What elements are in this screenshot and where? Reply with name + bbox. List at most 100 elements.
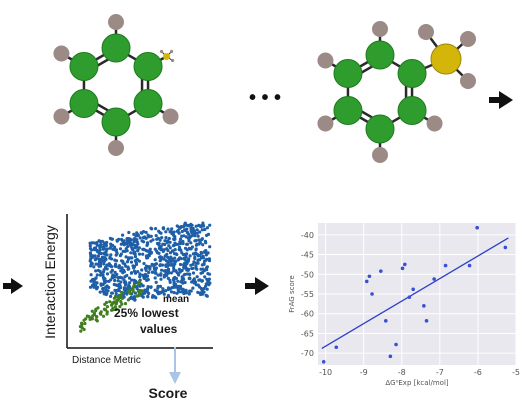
blue-point [173,284,177,289]
blue-point [174,269,178,273]
blue-point [194,247,198,251]
blue-point [156,286,160,290]
blue-point [158,255,163,259]
blue-point [145,241,150,245]
blue-point [133,291,137,295]
blue-point [198,240,202,245]
blue-point [113,264,117,268]
blue-point [135,284,139,288]
blue-point [169,271,173,275]
blue-point [191,252,195,256]
blue-point [107,264,111,268]
green-point [94,309,98,313]
blue-point [97,239,101,243]
blue-point [101,289,105,293]
blue-point [136,270,140,274]
carbon-atom [365,40,395,70]
blue-point [162,273,166,277]
blue-point [198,253,202,258]
data-point [334,345,339,350]
blue-point [155,237,159,241]
blue-point [183,221,187,225]
blue-point [118,247,123,251]
blue-point [196,234,200,238]
data-point [422,304,426,308]
blue-point [89,273,93,277]
blue-point [191,286,195,290]
blue-point [160,236,164,240]
annotation-mean: mean [163,294,189,305]
blue-point [125,260,130,264]
blue-point [181,287,185,291]
hydrogen-atom [108,14,124,30]
blue-point [185,248,189,252]
blue-point [193,234,197,238]
blue-point [127,276,132,280]
blue-point [121,233,125,237]
carbon-atom [397,96,427,125]
blue-point [202,290,206,294]
data-point [394,342,398,347]
blue-point [120,266,124,270]
y-axis-label: FrAG score [288,275,296,313]
blue-point [191,271,196,275]
data-point [467,263,472,268]
x-tick-label: -6 [474,368,482,377]
green-point [82,318,86,322]
blue-point [114,291,118,296]
blue-point [153,295,157,299]
blue-point [142,261,146,266]
blue-point [111,247,115,251]
y-axis-label: Interaction Energy [42,225,58,339]
blue-point [88,259,92,263]
blue-point [145,249,149,253]
blue-point [93,254,97,258]
blue-point [201,256,205,260]
data-point [383,319,388,323]
hydrogen-atom [169,49,174,54]
fit-line [321,237,509,349]
blue-point [92,278,96,282]
blue-point [141,236,146,240]
blue-point [172,259,176,263]
blue-point [198,230,202,234]
score-label: Score [149,385,188,401]
blue-point [194,224,198,228]
carbon-atom [101,107,131,137]
blue-point [104,292,108,297]
blue-point [138,275,142,279]
blue-point [119,252,123,256]
blue-point [182,273,186,277]
carbon-atom [133,89,163,118]
blue-point [144,264,148,268]
blue-point [162,257,166,261]
blue-point [153,247,157,251]
blue-point [145,256,149,260]
green-point [91,314,95,318]
blue-point [178,284,183,288]
blue-point [184,288,188,292]
carbon-atom [69,52,99,81]
blue-point [153,262,157,266]
blue-point [99,251,103,256]
blue-point [130,246,134,251]
blue-point [194,243,198,247]
blue-point [159,272,163,276]
blue-point [167,244,171,248]
blue-point [176,279,180,283]
blue-point [177,231,181,235]
blue-point [96,268,100,272]
blue-point [187,236,191,241]
blue-point [140,268,144,272]
blue-point [133,245,137,249]
blue-point [144,230,148,234]
blue-point [95,273,99,277]
blue-point [128,256,132,260]
blue-point [114,259,119,263]
green-point [80,322,84,327]
blue-point [146,278,150,282]
green-point [120,291,124,295]
blue-point [162,269,166,273]
blue-point [143,277,147,281]
